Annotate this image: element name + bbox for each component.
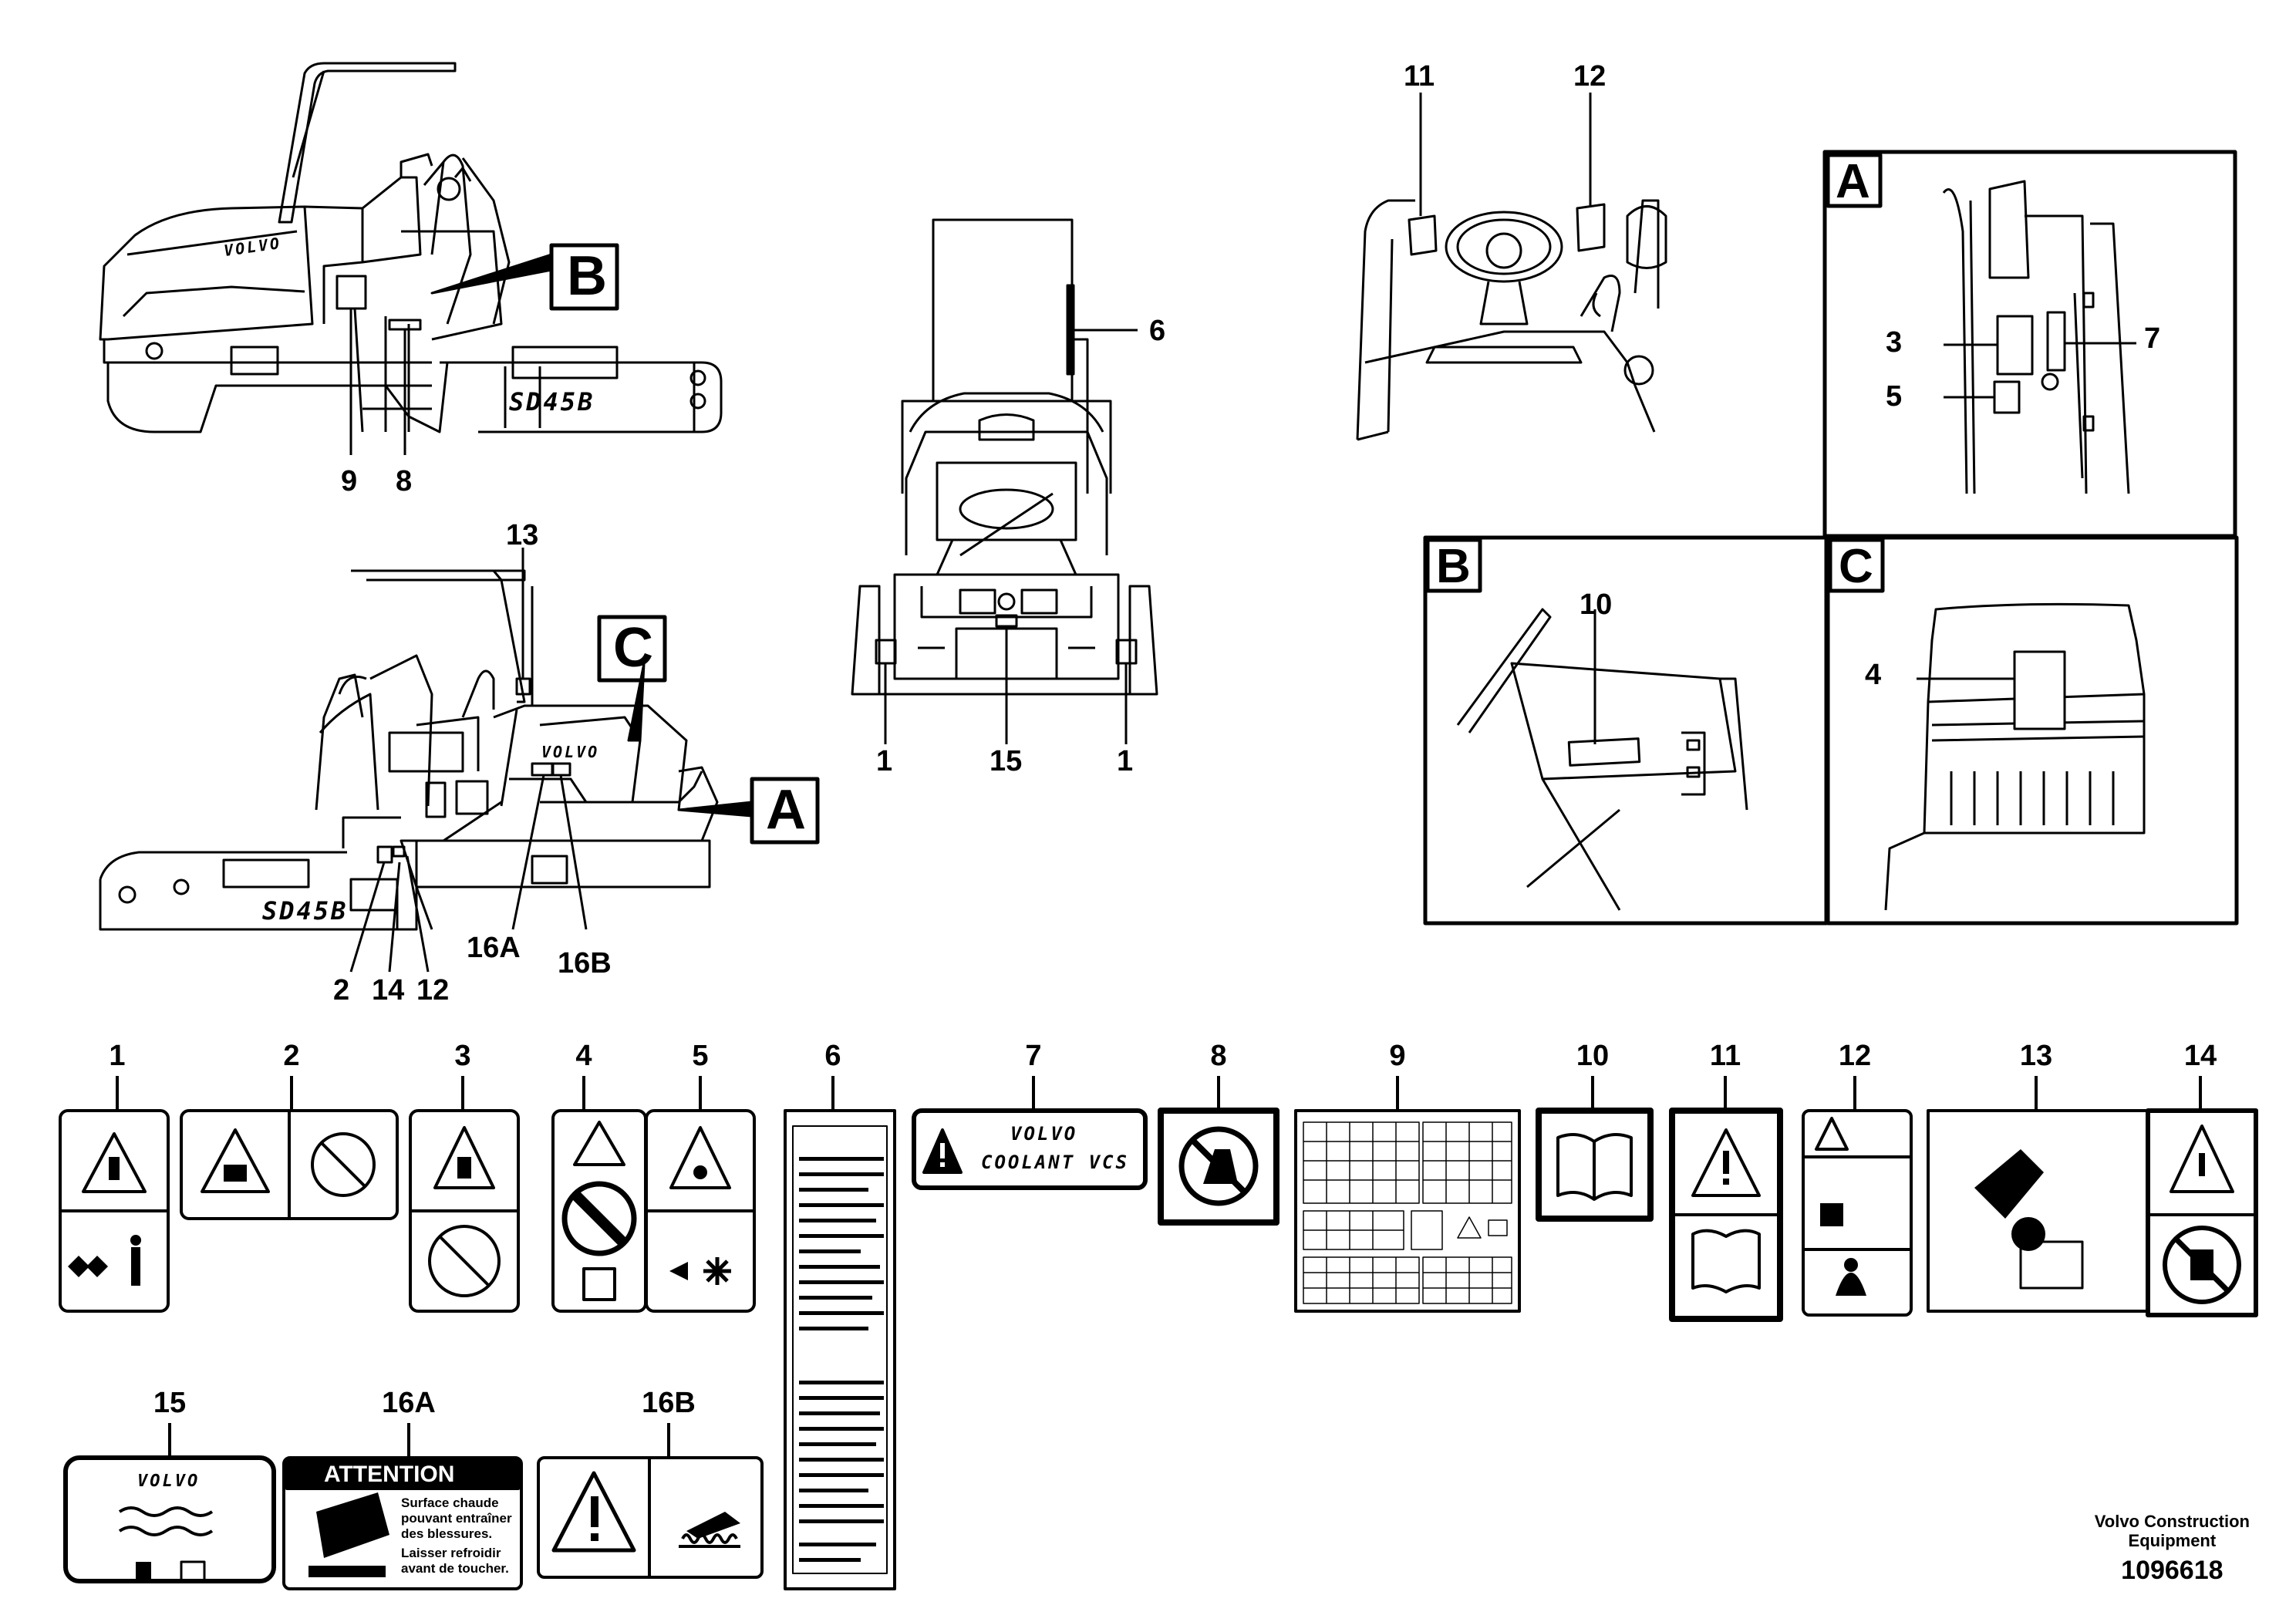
decal-number-13: 13 xyxy=(2019,1040,2053,1072)
machine-front-view xyxy=(851,218,1158,744)
decal-16a-line-1: Surface chaude xyxy=(401,1496,499,1510)
decal-number-16a: 16A xyxy=(382,1387,436,1419)
drawing-id: 1096618 xyxy=(2121,1555,2224,1585)
callout-10: 10 xyxy=(1580,588,1613,621)
machine-cab-view xyxy=(1356,93,1667,441)
detail-c-label: C xyxy=(1839,540,1873,593)
decal-number-10: 10 xyxy=(1576,1040,1610,1072)
decal-row xyxy=(59,1076,2258,1590)
decal-7-coolant: COOLANT VCS xyxy=(981,1152,1129,1173)
decal-number-1: 1 xyxy=(109,1040,126,1072)
callout-16b: 16B xyxy=(558,947,612,980)
decal-6-text-bars xyxy=(799,1157,884,1562)
callout-14: 14 xyxy=(372,974,405,1007)
callout-4: 4 xyxy=(1865,659,1882,691)
callout-2: 2 xyxy=(333,974,350,1007)
decal-16a-line-2: pouvant entraîner xyxy=(401,1511,512,1526)
decal-number-6: 6 xyxy=(824,1040,841,1072)
machine-right-view xyxy=(99,548,754,973)
view-letter-c-callout: C xyxy=(613,617,653,679)
decal-number-8: 8 xyxy=(1210,1040,1227,1072)
decal-number-4: 4 xyxy=(575,1040,592,1072)
decal-number-16b: 16B xyxy=(642,1387,696,1419)
decal-number-14: 14 xyxy=(2183,1040,2217,1072)
decal-number-2: 2 xyxy=(283,1040,300,1072)
callout-5: 5 xyxy=(1886,380,1903,413)
callout-1-left: 1 xyxy=(876,745,893,777)
callout-16a: 16A xyxy=(467,932,521,964)
detail-b-label: B xyxy=(1436,540,1471,593)
decal-number-9: 9 xyxy=(1389,1040,1406,1072)
decal-16a-header: ATTENTION xyxy=(324,1462,455,1487)
callout-12-side: 12 xyxy=(416,974,450,1007)
view-callout-boxes xyxy=(549,243,820,845)
detail-a-label: A xyxy=(1836,155,1870,208)
decal-16a-line-3: des blessures. xyxy=(401,1526,493,1541)
decal-pictograms xyxy=(68,1143,2213,1582)
decal-number-5: 5 xyxy=(692,1040,709,1072)
view-letter-b-callout: B xyxy=(567,245,607,307)
decal-16a-line-4: Laisser refroidir xyxy=(401,1546,501,1560)
decal-16a-line-5: avant de toucher. xyxy=(401,1561,509,1576)
callout-13: 13 xyxy=(506,519,539,551)
decal-number-7: 7 xyxy=(1025,1040,1042,1072)
detail-frames xyxy=(1423,150,2239,926)
decal-7-brand: VOLVO xyxy=(1010,1123,1078,1145)
view-letter-a-callout: A xyxy=(766,779,806,841)
callout-12: 12 xyxy=(1573,60,1607,93)
callout-11: 11 xyxy=(1404,60,1435,93)
decal-number-3: 3 xyxy=(454,1040,471,1072)
callout-1-right: 1 xyxy=(1117,745,1134,777)
company-line-1: Volvo Construction xyxy=(2094,1512,2250,1531)
decal-number-11: 11 xyxy=(1709,1040,1741,1072)
machine-left-view xyxy=(99,62,723,455)
callout-15: 15 xyxy=(990,745,1023,777)
callout-7: 7 xyxy=(2144,322,2161,355)
callout-8: 8 xyxy=(396,465,413,497)
footer-block: Volvo Construction Equipment 1096618 xyxy=(2095,1512,2250,1586)
callout-3: 3 xyxy=(1886,326,1903,359)
model-label-left: SD45B xyxy=(509,387,595,416)
decal-15-brand: VOLVO xyxy=(137,1472,201,1491)
callout-6: 6 xyxy=(1149,315,1166,347)
decal-9-grid xyxy=(1303,1121,1512,1304)
company-line-2: Equipment xyxy=(2128,1531,2217,1551)
model-label-right: SD45B xyxy=(262,896,349,926)
decal-number-15: 15 xyxy=(153,1387,187,1419)
hood-brand-right: VOLVO xyxy=(541,743,600,761)
callout-9: 9 xyxy=(341,465,358,497)
decal-number-12: 12 xyxy=(1838,1040,1872,1072)
